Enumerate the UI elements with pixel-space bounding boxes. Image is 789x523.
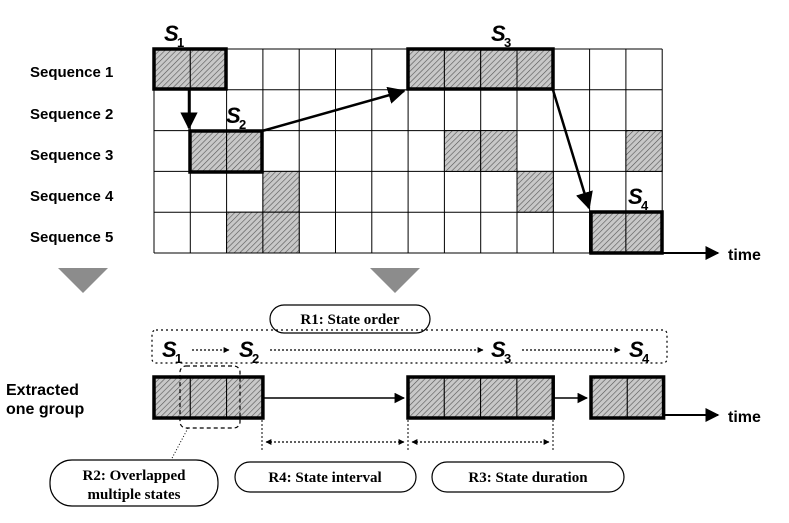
order-s1: S 1: [162, 337, 182, 366]
r1-state-order-label: R1: State order: [269, 304, 431, 334]
svg-text:S: S: [239, 337, 254, 362]
time-label-top: time: [728, 247, 761, 264]
down-triangle-right-icon: [370, 268, 420, 293]
hatched-cell: [189, 48, 228, 91]
hatched-cell: [516, 170, 554, 213]
hatched-cell: [153, 48, 191, 91]
group-bar-cell: [443, 376, 482, 419]
hatched-cell: [226, 130, 264, 172]
group-bar-cell: [626, 376, 665, 419]
extracted-group-label-line1: Extracted: [6, 382, 79, 399]
extracted-group-bars: [152, 375, 666, 420]
state-s3-label: S 3: [491, 21, 511, 50]
hatched-cell: [625, 130, 663, 172]
state-s2-label: S 2: [226, 103, 246, 132]
r4-state-interval-label: R4: State interval: [234, 461, 417, 493]
order-s4: S 4: [629, 337, 650, 366]
svg-text:S: S: [628, 184, 643, 209]
svg-text:S: S: [164, 21, 179, 46]
group-bar-3: [589, 375, 666, 420]
hatched-cells: [153, 48, 663, 254]
hatched-cell: [189, 130, 228, 172]
svg-text:R1: State order: R1: State order: [300, 312, 399, 328]
down-triangle-left-icon: [58, 268, 108, 293]
svg-text:4: 4: [641, 198, 649, 213]
state-s4-box: [589, 210, 664, 255]
svg-text:3: 3: [504, 351, 511, 366]
hatched-cell: [625, 211, 663, 254]
svg-text:2: 2: [252, 351, 259, 366]
hatched-cell: [443, 48, 482, 91]
group-bar-cell: [153, 376, 191, 419]
svg-text:R3: State duration: R3: State duration: [468, 470, 588, 486]
hatched-cell: [480, 130, 518, 172]
state-s1-box: [152, 47, 228, 91]
group-bar-cell: [226, 376, 264, 419]
transition-arrow-s3-s4: [551, 89, 593, 210]
svg-text:S: S: [629, 337, 644, 362]
svg-text:S: S: [491, 337, 506, 362]
overlap-dashed-box: [179, 365, 241, 429]
hatched-cell: [226, 211, 264, 254]
svg-text:S: S: [226, 103, 241, 128]
svg-text:R2: Overlapped: R2: Overlapped: [83, 468, 187, 484]
state-s3-box: [406, 47, 555, 91]
svg-text:R4: State interval: R4: State interval: [268, 470, 381, 486]
hatched-cell: [480, 48, 518, 91]
order-s2: S 2: [239, 337, 259, 366]
state-s2-box: [188, 129, 264, 174]
sequence-2-label: Sequence 2: [30, 106, 113, 123]
svg-text:1: 1: [175, 351, 182, 366]
group-bar-cell: [590, 376, 628, 419]
hatched-cell: [516, 48, 554, 91]
group-bar-cell: [480, 376, 518, 419]
sequence-5-label: Sequence 5: [30, 229, 113, 246]
state-order-box: [151, 329, 668, 364]
time-label-bottom: time: [728, 409, 761, 426]
r2-overlapped-label: R2: Overlapped multiple states: [49, 459, 219, 507]
sequence-4-label: Sequence 4: [30, 188, 114, 205]
hatched-cell: [443, 130, 482, 172]
group-bar-cell: [407, 376, 445, 419]
state-s1-label: S 1: [164, 21, 184, 50]
svg-text:multiple states: multiple states: [88, 487, 181, 503]
hatched-cell: [589, 211, 627, 254]
group-bar-cell: [516, 376, 554, 419]
svg-text:2: 2: [239, 117, 246, 132]
state-s4-label: S 4: [628, 184, 649, 213]
sequence-3-label: Sequence 3: [30, 147, 113, 164]
svg-text:4: 4: [642, 351, 650, 366]
r2-pointer: [169, 427, 189, 463]
hatched-cell: [407, 48, 445, 91]
group-bar-cell: [189, 376, 228, 419]
extracted-group-label-line2: one group: [6, 401, 84, 418]
hatched-cell: [262, 170, 300, 213]
hatched-cell: [262, 211, 300, 254]
r3-state-duration-label: R3: State duration: [431, 461, 625, 493]
svg-text:1: 1: [177, 35, 184, 50]
svg-text:S: S: [491, 21, 506, 46]
order-s3: S 3: [491, 337, 511, 366]
transition-arrow-s2-s3: [261, 86, 406, 133]
svg-text:3: 3: [504, 35, 511, 50]
svg-text:S: S: [162, 337, 177, 362]
sequence-1-label: Sequence 1: [30, 64, 113, 81]
